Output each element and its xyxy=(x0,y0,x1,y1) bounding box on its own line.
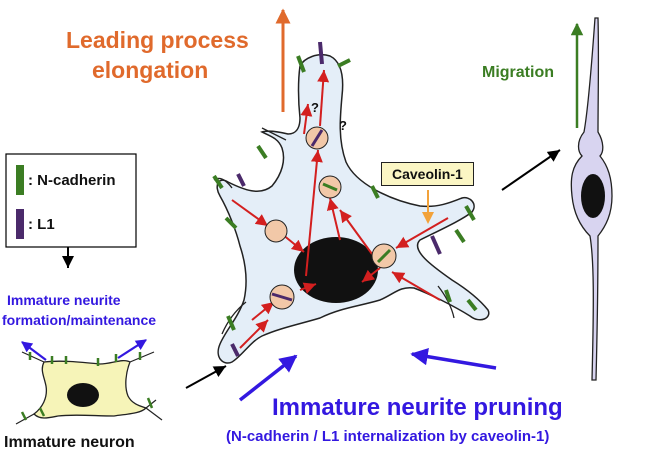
cell-filopodium xyxy=(221,301,247,335)
red-arrow xyxy=(361,267,381,283)
to-main-cell-arrow xyxy=(185,365,227,389)
migrating-nucleus xyxy=(581,174,605,218)
cell-filopodium xyxy=(261,127,287,141)
pruning-arrow-left xyxy=(238,354,298,402)
question-mark-2: ? xyxy=(339,118,347,133)
leading-process-label-line1: Leading process xyxy=(66,27,249,53)
internalization-arrows xyxy=(231,69,449,349)
formation-arrow-right xyxy=(117,339,147,359)
neuron-cell-body xyxy=(216,54,490,364)
red-arrow xyxy=(239,319,269,349)
red-arrow xyxy=(391,271,441,301)
pruning-arrow-right xyxy=(410,347,497,370)
red-arrow xyxy=(299,282,317,294)
pruning-title: Immature neurite pruning xyxy=(272,394,563,421)
legend-label-ncadherin: : N-cadherin xyxy=(28,172,116,189)
immature-neurite-label-line1: Immature neurite xyxy=(7,292,121,308)
legend-swatch-ncadherin xyxy=(16,165,24,195)
immature-neurites xyxy=(15,351,163,425)
legend-label-l1: : L1 xyxy=(28,216,55,233)
legend-swatch-l1 xyxy=(16,209,24,239)
immature-markers xyxy=(20,352,154,421)
vesicles xyxy=(264,126,397,310)
question-mark-1: ? xyxy=(311,100,319,115)
immature-nucleus xyxy=(67,383,99,407)
red-arrow xyxy=(326,197,341,241)
red-arrow xyxy=(251,301,275,321)
red-arrow xyxy=(317,69,330,127)
migration-label: Migration xyxy=(482,64,554,81)
red-arrow xyxy=(300,103,313,135)
immature-neuron-label: Immature neuron xyxy=(4,434,135,451)
red-arrow xyxy=(339,209,373,255)
pruning-subtitle: (N-cadherin / L1 internalization by cave… xyxy=(226,428,550,445)
surface-adhesion-markers xyxy=(212,41,478,357)
immature-neurite-label-line2: formation/maintenance xyxy=(2,312,157,328)
to-migration-arrow xyxy=(501,149,561,191)
red-arrow xyxy=(395,217,449,249)
caveolin-box: Caveolin-1 xyxy=(381,162,474,186)
formation-arrow-left xyxy=(21,341,47,361)
vesicle xyxy=(264,219,288,243)
red-arrow xyxy=(231,199,269,227)
legend-box xyxy=(5,153,137,248)
leading-process-label-line2: elongation xyxy=(92,57,209,83)
red-arrow xyxy=(305,149,323,277)
